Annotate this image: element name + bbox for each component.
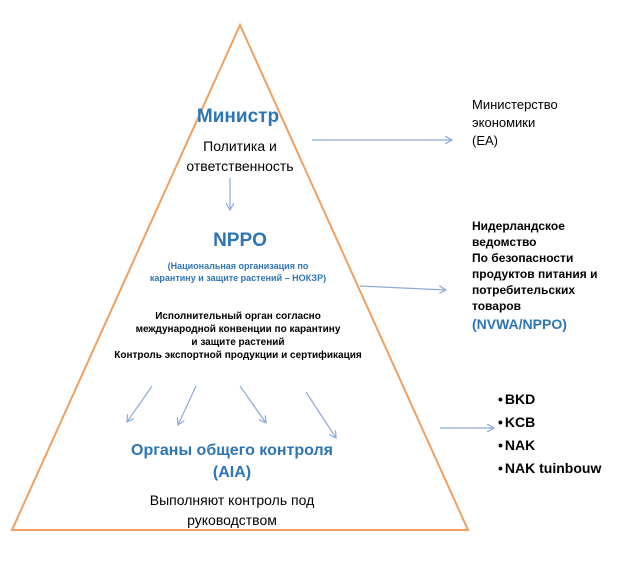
nppo-description: Исполнительный орган согласно международ… bbox=[114, 310, 362, 362]
nvwa-line: ведомство bbox=[472, 235, 537, 249]
nppo-description-line: Контроль экспортной продукции и сертифик… bbox=[114, 350, 362, 361]
aia-description-line2: руководством bbox=[187, 512, 277, 528]
arrow-nppo-to-nvwa bbox=[359, 285, 446, 290]
aia-description: Выполняют контроль под руководством bbox=[150, 490, 315, 530]
nvwa-block: Нидерландское ведомство По безопасности … bbox=[472, 218, 597, 334]
arrow-nppo-to-aia-1 bbox=[127, 385, 153, 422]
nvwa-line: продуктов питания и bbox=[472, 267, 598, 281]
aia-title-line2: (AIA) bbox=[212, 464, 252, 481]
nppo-description-line: международной конвенции по карантину bbox=[135, 324, 341, 335]
list-item: BKD bbox=[498, 388, 601, 411]
nppo-fullname: (Национальная организация по карантину и… bbox=[150, 260, 326, 284]
nvwa-line: товаров bbox=[472, 299, 521, 313]
minister-subtitle-line1: Политика и bbox=[203, 138, 277, 154]
aia-bodies-list: BKD KCB NAK NAK tuinbouw bbox=[498, 388, 601, 480]
nppo-description-line: и защите растений bbox=[191, 337, 285, 348]
ea-block: Министерство экономики (EA) bbox=[472, 96, 558, 150]
minister-subtitle-line2: ответственность bbox=[186, 158, 294, 174]
arrow-nppo-to-aia-3 bbox=[239, 385, 266, 423]
list-item: KCB bbox=[498, 411, 601, 434]
nvwa-line: потребительских bbox=[472, 283, 576, 297]
nppo-description-line: Исполнительный орган согласно bbox=[155, 311, 321, 322]
arrow-nppo-to-aia-2 bbox=[178, 385, 197, 425]
aia-title: Органы общего контроля (AIA) bbox=[131, 440, 333, 484]
pyramid-triangle bbox=[10, 22, 470, 531]
nppo-fullname-line2: карантину и защите растений – НОКЗР) bbox=[149, 273, 327, 283]
minister-subtitle: Политика и ответственность bbox=[186, 136, 293, 176]
ea-line3: (EA) bbox=[472, 133, 498, 148]
nvwa-highlight: (NVWA/NPPO) bbox=[472, 316, 567, 332]
list-item: NAK bbox=[498, 434, 601, 457]
minister-title: Министр bbox=[196, 106, 280, 127]
nvwa-line: Нидерландское bbox=[472, 219, 565, 233]
nppo-title: NPPO bbox=[213, 230, 267, 251]
ea-line2: экономики bbox=[472, 115, 536, 130]
arrow-nppo-to-aia-4 bbox=[305, 391, 336, 438]
list-item: NAK tuinbouw bbox=[498, 457, 601, 480]
aia-description-line1: Выполняют контроль под bbox=[149, 492, 315, 508]
ea-line1: Министерство bbox=[472, 97, 558, 112]
nvwa-line: По безопасности bbox=[472, 251, 574, 265]
nppo-fullname-line1: (Национальная организация по bbox=[167, 261, 309, 271]
aia-title-line1: Органы общего контроля bbox=[131, 442, 333, 459]
